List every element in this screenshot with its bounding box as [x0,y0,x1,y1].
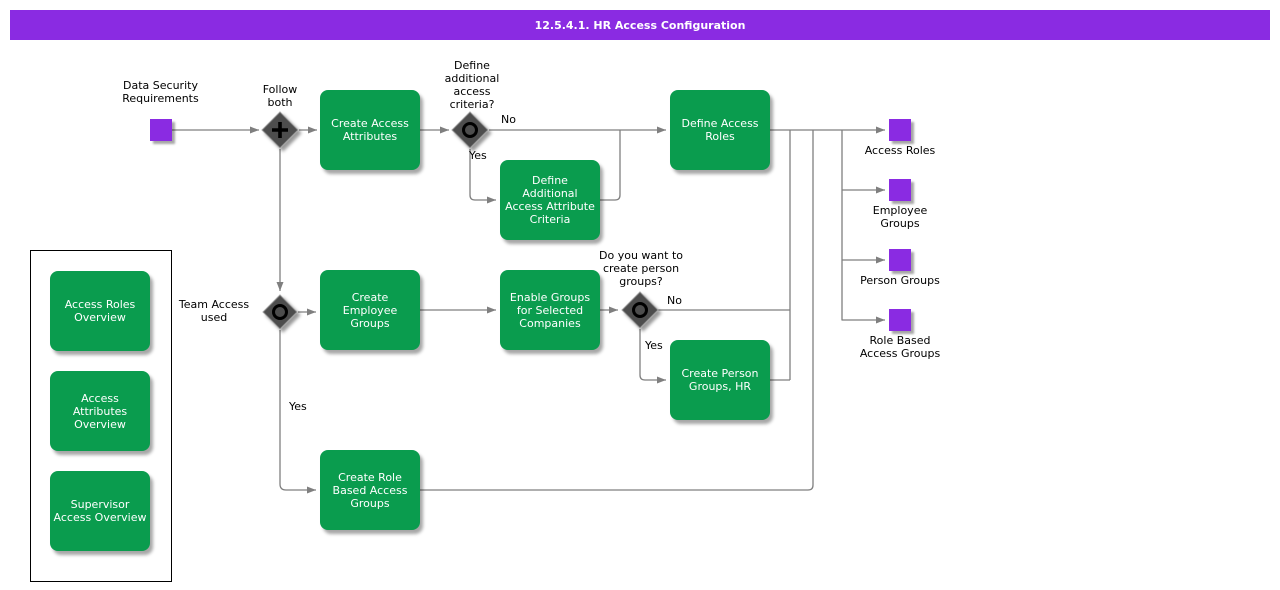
task-create-access-attributes[interactable]: Create Access Attributes [320,90,420,170]
task-define-access-roles[interactable]: Define Access Roles [670,90,770,170]
branch-label-yes-criteria: Yes [469,149,487,162]
task-enable-groups-selected-companies[interactable]: Enable Groups for Selected Companies [500,270,600,350]
end-event-person-groups[interactable] [889,249,911,271]
gateway-define-additional-criteria[interactable] [451,111,489,149]
task-define-additional-criteria[interactable]: Define Additional Access Attribute Crite… [500,160,600,240]
inclusive-circle-icon [272,304,288,320]
start-event-label: Data Security Requirements [122,79,199,105]
end-event-role-based-label: Role Based Access Groups [859,334,941,360]
diagram-title: 12.5.4.1. HR Access Configuration [534,18,746,32]
task-label: Create Role Based Access Groups [332,470,408,510]
task-label: Define Access Roles [681,117,759,143]
task-label: Enable Groups for Selected Companies [509,290,591,330]
gateway-create-person-groups[interactable] [621,291,659,329]
inclusive-circle-icon [462,122,478,138]
plus-icon [272,122,288,138]
gateway-person-label: Do you want to create person groups? [599,249,683,288]
end-event-employee-groups[interactable] [889,179,911,201]
gateway-team-access-used[interactable] [262,294,298,330]
task-create-person-groups-hr[interactable]: Create Person Groups, HR [670,340,770,420]
flow-role-based-out-up [420,130,814,491]
task-label: Define Additional Access Attribute Crite… [505,174,595,226]
task-label: Create Employee Groups [342,290,398,330]
task-label: Create Access Attributes [331,117,409,143]
branch-label-yes-person: Yes [645,339,663,352]
flow-person-yes-to-create-person-groups [639,329,666,384]
flow-define-additional-out [600,130,621,201]
inclusive-circle-icon [632,302,648,318]
end-event-employee-groups-label: Employee Groups [872,204,928,230]
end-event-person-groups-label: Person Groups [860,274,940,287]
branch-label-no-criteria: No [501,113,516,126]
gateway-team-label: Team Access used [178,298,250,324]
overview-access-roles[interactable]: Access Roles Overview [50,271,150,351]
gateway-parallel-follow-both[interactable] [261,111,299,149]
branch-label-yes-team: Yes [289,400,307,413]
branch-label-no-person: No [667,294,682,307]
gateway-criteria-label: Define additional access criteria? [444,59,500,111]
end-event-access-roles-label: Access Roles [864,144,936,157]
end-event-role-based-access-groups[interactable] [889,309,911,331]
diagram-title-bar: 12.5.4.1. HR Access Configuration [10,10,1270,40]
overview-access-attributes[interactable]: Access Attributes Overview [50,371,150,451]
start-event-square[interactable] [150,119,172,141]
task-label: Create Person Groups, HR [681,367,759,393]
overview-access-roles-label: Access Roles Overview [64,298,136,324]
gateway-follow-both-label: Follow both [262,83,298,109]
overview-panel: Access Roles Overview Access Attributes … [30,250,172,582]
overview-supervisor-access[interactable]: Supervisor Access Overview [50,471,150,551]
task-create-employee-groups[interactable]: Create Employee Groups [320,270,420,350]
overview-access-attributes-label: Access Attributes Overview [72,391,128,431]
task-create-role-based-access-groups[interactable]: Create Role Based Access Groups [320,450,420,530]
overview-supervisor-access-label: Supervisor Access Overview [53,498,147,524]
end-event-access-roles[interactable] [889,119,911,141]
